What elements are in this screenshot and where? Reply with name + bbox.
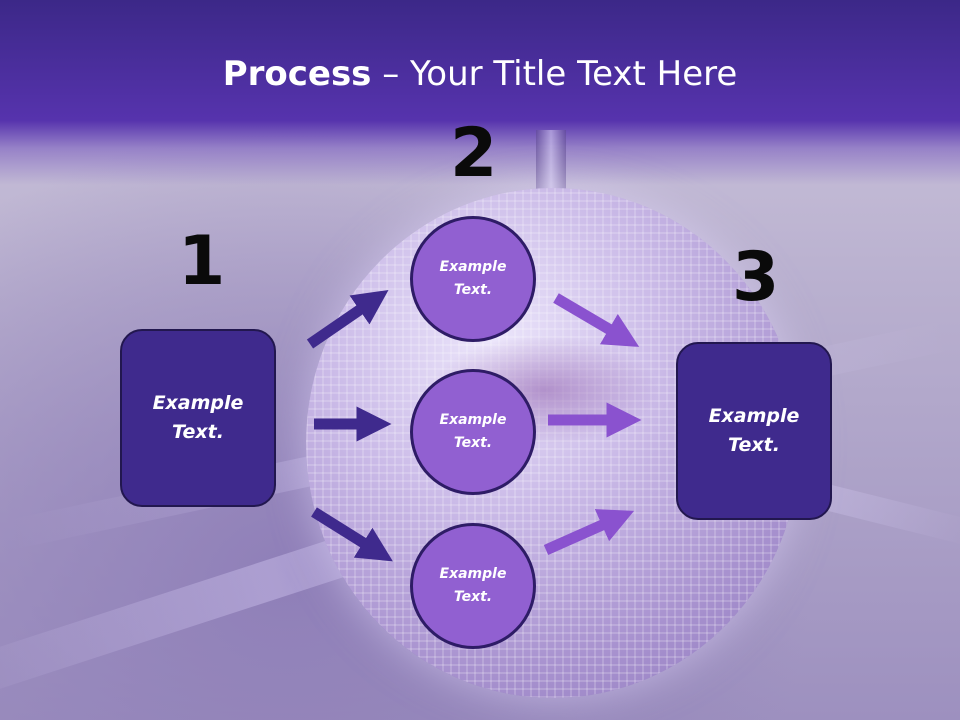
disco-ball-hanger [536, 130, 566, 192]
step-2-text-top: Example Text. [439, 259, 507, 298]
arrow-2-top-to-3 [553, 293, 640, 347]
step-1-box[interactable]: Example Text. [120, 329, 276, 507]
arrow-1-to-2-top [306, 290, 389, 349]
step-3-text: Example Text. [708, 405, 800, 456]
arrow-2-bottom-to-3 [543, 509, 635, 556]
step-2-text-middle: Example Text. [439, 412, 507, 451]
title-bold: Process [222, 54, 372, 94]
step-2-text-bottom: Example Text. [439, 566, 507, 605]
step-1-text: Example Text. [152, 392, 244, 443]
title-bar [0, 0, 960, 185]
step-number-1: 1 [178, 222, 226, 301]
step-2-circle-bottom[interactable]: Example Text. [410, 523, 536, 649]
title-rest: – Your Title Text Here [371, 54, 738, 94]
slide-title: Process – Your Title Text Here [0, 52, 960, 96]
step-2-circle-top[interactable]: Example Text. [410, 216, 536, 342]
step-number-2: 2 [450, 114, 498, 193]
step-number-3: 3 [732, 238, 780, 317]
step-2-circle-middle[interactable]: Example Text. [410, 369, 536, 495]
step-3-box[interactable]: Example Text. [676, 342, 832, 520]
arrow-1-to-2-bottom [311, 507, 393, 562]
